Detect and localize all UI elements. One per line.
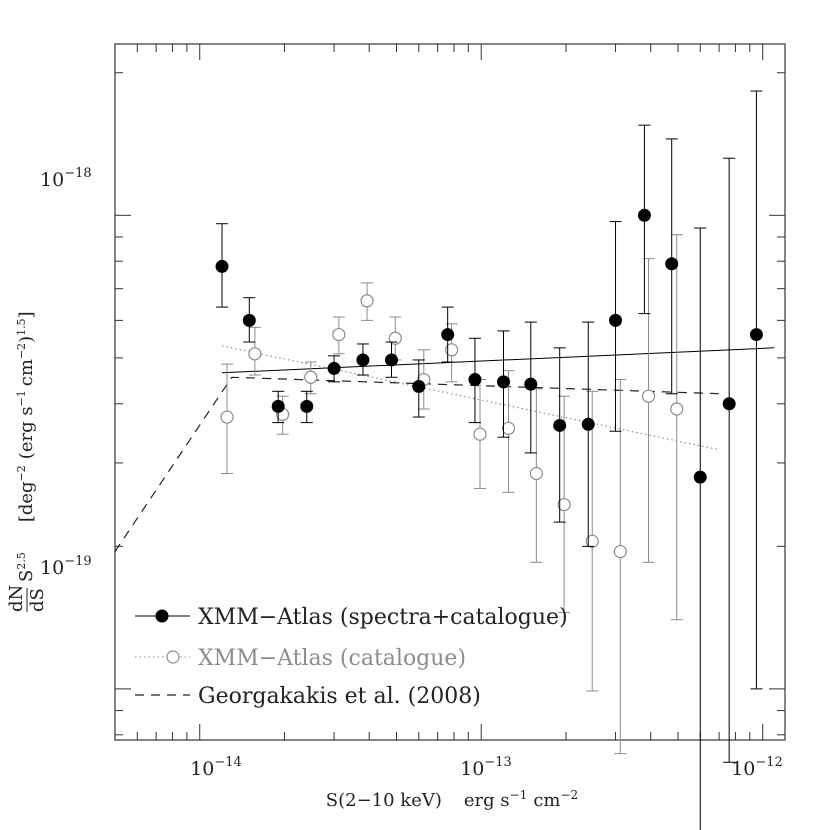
spectra-point — [215, 223, 229, 308]
marker-filled-circle — [693, 470, 707, 484]
marker-filled-circle — [327, 361, 341, 375]
y-tick-labels: 10−19 10−18 — [40, 166, 92, 579]
catalogue-point — [670, 234, 684, 621]
catalogue-point — [417, 349, 431, 410]
spectra-point — [242, 297, 256, 343]
marker-filled-circle — [553, 418, 567, 432]
catalogue-point — [388, 316, 402, 361]
x-tick-label: 10−13 — [460, 755, 512, 780]
marker-open-circle — [501, 421, 516, 435]
marker-open-circle — [585, 534, 599, 548]
catalogue-point — [641, 258, 656, 563]
y-tick-label: 10−19 — [40, 554, 92, 579]
model-line-dashed — [114, 376, 720, 552]
catalogue-point — [473, 379, 487, 489]
marker-open-circle — [220, 410, 234, 424]
marker-open-circle — [670, 402, 684, 416]
spectra-point — [271, 390, 285, 424]
marker-filled-circle — [468, 373, 482, 387]
catalogue-point — [585, 390, 599, 692]
marker-filled-circle — [356, 353, 370, 367]
x-tick-label: 10−14 — [190, 755, 242, 780]
marker-open-circle — [529, 466, 543, 481]
spectra-point — [581, 321, 595, 547]
spectra-point — [609, 221, 623, 432]
marker-filled-circle — [300, 399, 314, 413]
catalogue-point — [248, 326, 262, 376]
model-lines — [114, 345, 775, 552]
spectra-point — [468, 337, 482, 424]
legend: XMM−Atlas (spectra+catalogue) XMM−Atlas … — [135, 605, 568, 709]
marker-filled-circle — [412, 380, 426, 394]
y-title-rest: S2.5[deg−2(erg s−1cm−2)1.5] — [15, 311, 37, 582]
spectra-point — [441, 306, 455, 363]
catalogue-point — [360, 282, 374, 321]
marker-filled-circle — [215, 259, 229, 273]
marker-open-circle — [445, 343, 459, 357]
spectra-point — [412, 359, 426, 418]
marker-filled-circle — [749, 328, 763, 342]
marker-open-circle — [332, 327, 346, 342]
marker-filled-circle — [497, 375, 511, 389]
legend-item-catalogue: XMM−Atlas (catalogue) — [135, 646, 466, 671]
spectra-point — [524, 321, 538, 454]
y-tick-label: 10−18 — [40, 166, 92, 191]
marker-open-circle — [388, 331, 402, 345]
spectra-point — [665, 138, 679, 395]
marker-filled-circle — [271, 399, 285, 413]
marker-filled-circle — [722, 397, 736, 411]
spectra-point — [327, 355, 341, 383]
plot-frame — [114, 43, 786, 741]
legend-marker-open — [166, 650, 180, 664]
catalogue-point — [501, 370, 516, 493]
spectra-point — [300, 390, 314, 424]
marker-filled-circle — [384, 353, 398, 367]
spectra-point — [722, 157, 736, 763]
spectra-point — [749, 90, 763, 690]
legend-item-spectra: XMM−Atlas (spectra+catalogue) — [135, 605, 568, 630]
marker-open-circle — [557, 497, 571, 512]
catalogue-point — [220, 363, 234, 474]
model-line-solid — [221, 347, 775, 374]
y-axis-title: dN dS S2.5[deg−2(erg s−1cm−2)1.5] — [6, 311, 48, 612]
marker-open-circle — [360, 294, 374, 308]
spectra-point — [497, 330, 511, 438]
spectra-point — [693, 227, 707, 830]
marker-filled-circle — [441, 328, 455, 342]
catalogue-point — [557, 395, 571, 613]
marker-open-circle — [473, 427, 487, 441]
legend-marker-filled — [155, 609, 169, 623]
catalogue-point — [332, 316, 346, 355]
spectra-point — [637, 124, 651, 315]
data-points — [215, 90, 763, 830]
model-line-dotted — [221, 345, 720, 451]
legend-item-georgakakis: Georgakakis et al. (2008) — [135, 684, 481, 709]
spectra-point — [384, 341, 398, 378]
marker-filled-circle — [665, 257, 679, 271]
marker-filled-circle — [524, 377, 538, 391]
x-tick-labels: 10−14 10−13 10−12 — [190, 755, 783, 780]
x-tick-label: 10−12 — [731, 755, 783, 780]
marker-filled-circle — [637, 208, 651, 222]
catalogue-point — [304, 361, 318, 395]
y-title-frac-den: dS — [27, 588, 48, 612]
marker-filled-circle — [609, 313, 623, 327]
marker-open-circle — [641, 389, 656, 403]
legend-label: XMM−Atlas (catalogue) — [198, 646, 466, 671]
spectra-point — [553, 347, 567, 523]
marker-open-circle — [613, 544, 627, 559]
y-title-frac-num: dN — [6, 585, 27, 612]
spectra-point — [356, 343, 370, 376]
marker-filled-circle — [242, 313, 256, 327]
catalogue-point — [613, 379, 627, 755]
axis-ticks — [114, 44, 785, 740]
legend-label: XMM−Atlas (spectra+catalogue) — [198, 605, 568, 630]
marker-filled-circle — [581, 417, 595, 431]
legend-label: Georgakakis et al. (2008) — [198, 684, 481, 709]
catalogue-point — [529, 388, 543, 563]
marker-open-circle — [248, 347, 262, 361]
marker-open-circle — [304, 370, 318, 384]
